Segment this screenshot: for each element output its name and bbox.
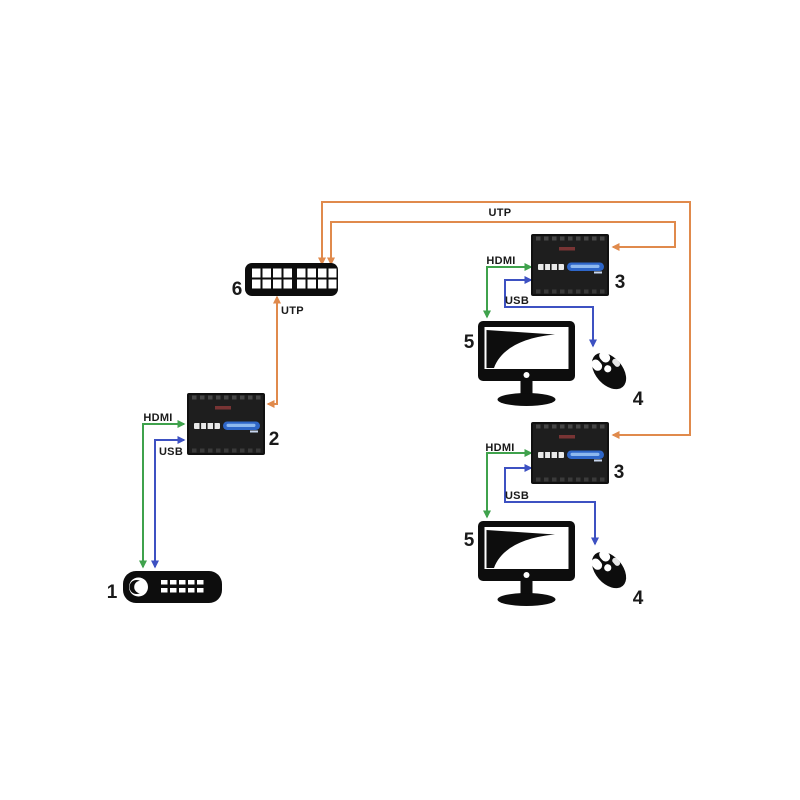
mouse-top-icon	[585, 346, 633, 396]
switch-number: 6	[232, 279, 243, 300]
utp-cable-switch-to-receiver-bottom	[318, 201, 691, 439]
hdmi-bottom-label: HDMI	[485, 442, 514, 454]
usb-cable-receiver-to-mouse-top	[504, 276, 597, 348]
hdmi-top-label: HDMI	[486, 255, 515, 267]
transmitter-number: 2	[269, 429, 280, 450]
receiver-extender-top-icon	[531, 234, 609, 296]
cables	[139, 201, 691, 569]
receiver-bottom-number: 3	[614, 462, 625, 483]
monitor-top-icon	[478, 321, 575, 406]
usb-cable-source-to-transmitter	[151, 436, 186, 569]
utp-cable-switch-to-transmitter	[266, 295, 281, 408]
utp-main-label: UTP	[489, 207, 512, 219]
hdmi-cable-receiver-to-monitor-top	[483, 263, 533, 319]
usb-source-label: USB	[159, 446, 183, 458]
network-switch-icon	[245, 263, 338, 296]
receiver-extender-bottom-icon	[531, 422, 609, 484]
monitor-top-number: 5	[464, 332, 475, 353]
utp-switch-link-label: UTP	[281, 305, 304, 317]
receiver-top-number: 3	[615, 272, 626, 293]
transmitter-extender-icon	[187, 393, 265, 455]
hdmi-cable-source-to-transmitter	[139, 420, 186, 569]
mouse-top-number: 4	[633, 389, 644, 410]
usb-bottom-label: USB	[505, 490, 529, 502]
utp-cable-switch-to-receiver-top	[327, 221, 676, 266]
monitor-bottom-icon	[478, 521, 575, 606]
media-source-icon	[123, 571, 222, 603]
usb-top-label: USB	[505, 295, 529, 307]
source-number: 1	[107, 582, 118, 603]
mouse-bottom-number: 4	[633, 588, 644, 609]
usb-cable-receiver-to-mouse-bottom	[504, 464, 599, 546]
monitor-bottom-number: 5	[464, 530, 475, 551]
hdmi-cable-receiver-to-monitor-bottom	[483, 449, 533, 519]
hdmi-source-label: HDMI	[143, 412, 172, 424]
mouse-bottom-icon	[585, 545, 633, 595]
